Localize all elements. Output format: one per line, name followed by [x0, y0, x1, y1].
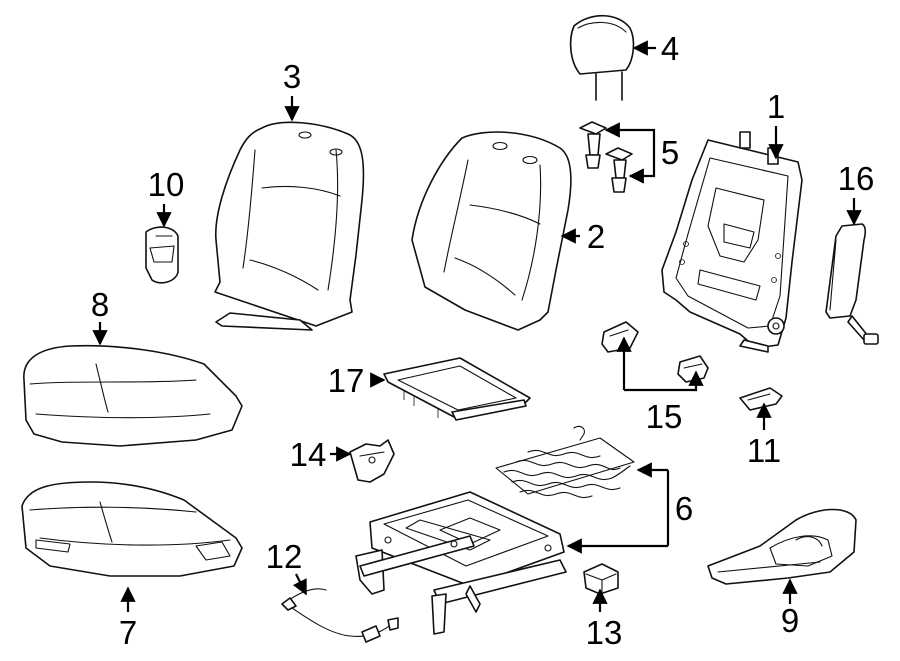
callout-3: 3 — [283, 58, 301, 95]
headrest-part-4[interactable] — [569, 15, 635, 101]
cable-part-12[interactable] — [281, 588, 399, 643]
callout-5: 5 — [661, 134, 679, 171]
side-panel-part-16[interactable] — [825, 223, 879, 345]
leader-lines — [92, 40, 862, 612]
connector-part-13[interactable] — [583, 563, 619, 595]
callout-7: 7 — [119, 614, 137, 651]
seat-frame-springs-part-6[interactable] — [355, 425, 635, 635]
callout-15: 15 — [646, 398, 683, 435]
bracket-part-14[interactable] — [349, 439, 395, 483]
lever-trim-part-11[interactable] — [739, 387, 783, 411]
callout-6: 6 — [675, 490, 693, 527]
cushion-cover-part-8[interactable] — [23, 344, 243, 447]
callout-1: 1 — [767, 88, 785, 125]
callout-13: 13 — [586, 614, 623, 651]
callout-2: 2 — [587, 218, 605, 255]
callout-10: 10 — [148, 166, 185, 203]
callout-16: 16 — [838, 160, 875, 197]
clips-part-15[interactable] — [601, 321, 709, 383]
callout-4: 4 — [661, 30, 679, 67]
cushion-pad-part-7[interactable] — [21, 481, 243, 577]
callout-labels: 1 2 3 4 5 6 7 8 9 10 11 12 13 14 15 16 1… — [91, 30, 875, 651]
callout-17: 17 — [328, 362, 365, 399]
callout-14: 14 — [290, 436, 327, 473]
seatback-pad-part-2[interactable] — [411, 131, 572, 331]
seatback-cover-part-3[interactable] — [214, 121, 365, 331]
callout-11: 11 — [747, 432, 781, 469]
seat-plate-part-17[interactable] — [383, 357, 531, 421]
side-cover-part-9[interactable] — [707, 508, 857, 585]
trim-piece-part-10[interactable] — [145, 226, 179, 284]
callout-9: 9 — [781, 602, 799, 639]
callout-12: 12 — [266, 538, 303, 575]
headrest-guides-part-5[interactable] — [579, 121, 633, 193]
callout-8: 8 — [91, 286, 109, 323]
seatback-frame-part-1[interactable] — [661, 131, 803, 353]
